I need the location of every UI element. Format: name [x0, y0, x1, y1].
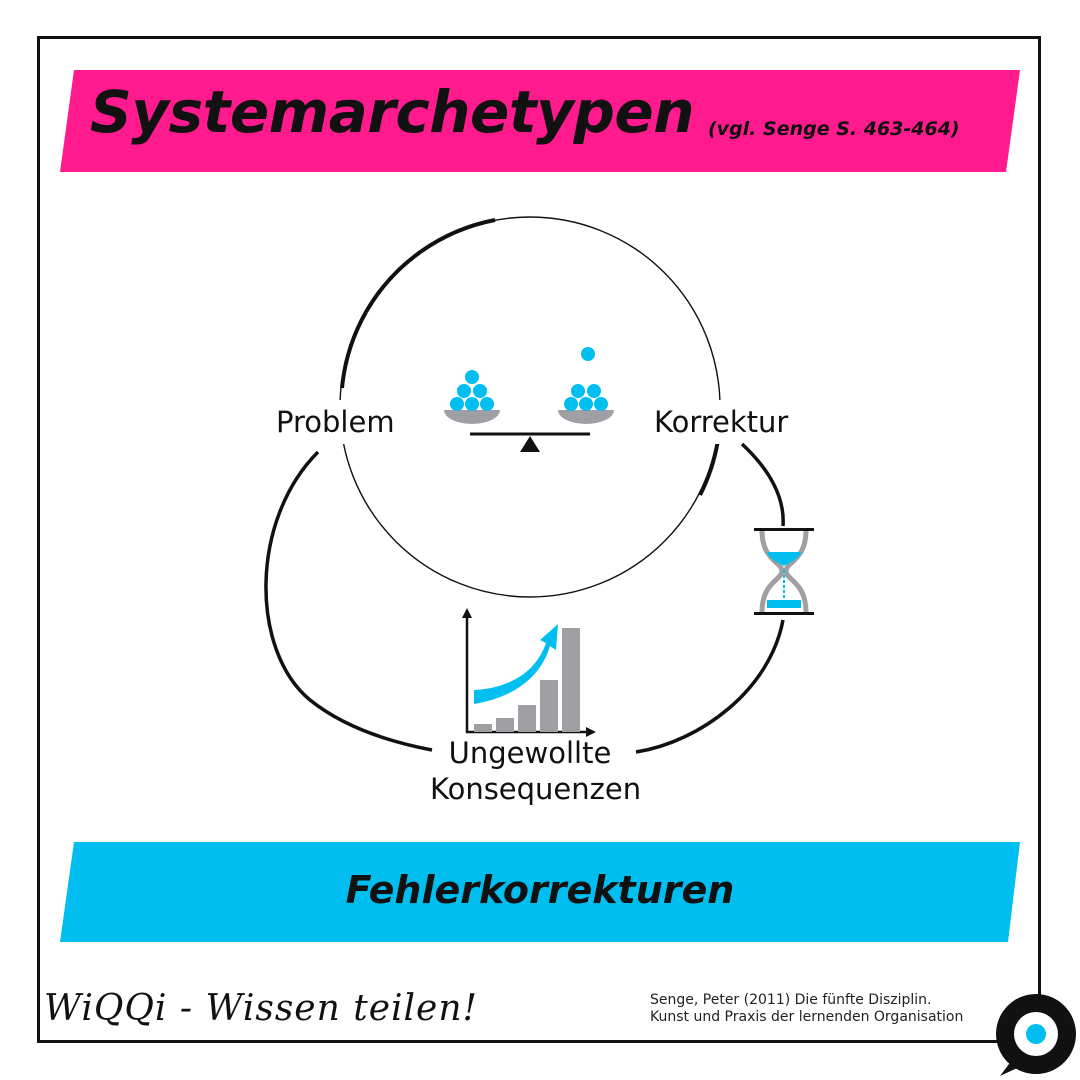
- loop-arc-left: [364, 218, 496, 313]
- subtitle-banner: [60, 842, 1020, 942]
- archetype-subtitle: Fehlerkorrekturen: [345, 868, 735, 912]
- loop-arc-left-lower: [340, 311, 368, 389]
- title-reference: (vgl. Senge S. 463-464): [708, 118, 960, 140]
- wiqqi-logo-icon: [996, 994, 1076, 1076]
- node-label-problem: Problem: [276, 405, 395, 439]
- citation-line1: Senge, Peter (2011) Die fünfte Disziplin…: [650, 992, 932, 1008]
- growth-chart-icon: [462, 608, 596, 737]
- page-title: Systemarchetypen: [90, 78, 695, 146]
- node-label-consequences-line1: Ungewollte: [448, 736, 612, 770]
- balance-scale-icon: [444, 347, 614, 452]
- side-effect-arc-right-upper: [740, 442, 785, 527]
- loop-arc-right: [698, 439, 720, 496]
- signature-handwriting: WiQQi - Wissen teilen!: [44, 988, 478, 1029]
- side-effect-arc-left: [264, 450, 433, 752]
- side-effect-arc-right-lower: [635, 619, 785, 754]
- hourglass-icon: [754, 528, 814, 615]
- outer-frame: [37, 36, 1041, 1042]
- frame-bottom-line: [37, 1040, 999, 1043]
- title-banner: [60, 70, 1020, 172]
- node-label-korrektur: Korrektur: [654, 405, 789, 439]
- node-label-consequences-line2: Konsequenzen: [430, 772, 642, 806]
- citation-line2: Kunst und Praxis der lernenden Organisat…: [650, 1009, 964, 1025]
- citation: Senge, Peter (2011) Die fünfte Disziplin…: [650, 992, 990, 1026]
